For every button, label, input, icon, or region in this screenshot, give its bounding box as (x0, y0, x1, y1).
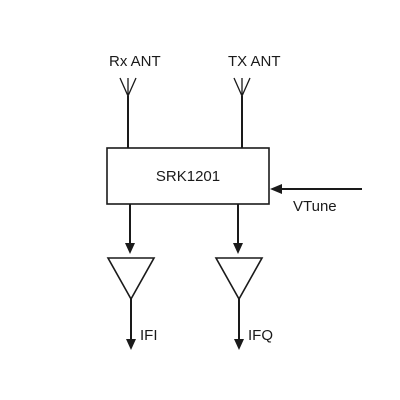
rx-antenna (119, 77, 137, 148)
ifi-amplifier (106, 257, 156, 301)
ifq-amplifier (214, 257, 264, 301)
ifq-path (214, 204, 264, 350)
ifi-path (106, 204, 156, 350)
srk1201-label: SRK1201 (156, 168, 220, 185)
ifq-label: IFQ (248, 327, 273, 344)
vtune-label: VTune (293, 198, 337, 215)
rx-antenna-label: Rx ANT (109, 53, 161, 70)
srk1201-block (106, 147, 270, 205)
tx-antenna (233, 77, 251, 148)
ifi-label: IFI (140, 327, 158, 344)
tx-antenna-label: TX ANT (228, 53, 281, 70)
vtune-input-arrow (270, 184, 362, 194)
